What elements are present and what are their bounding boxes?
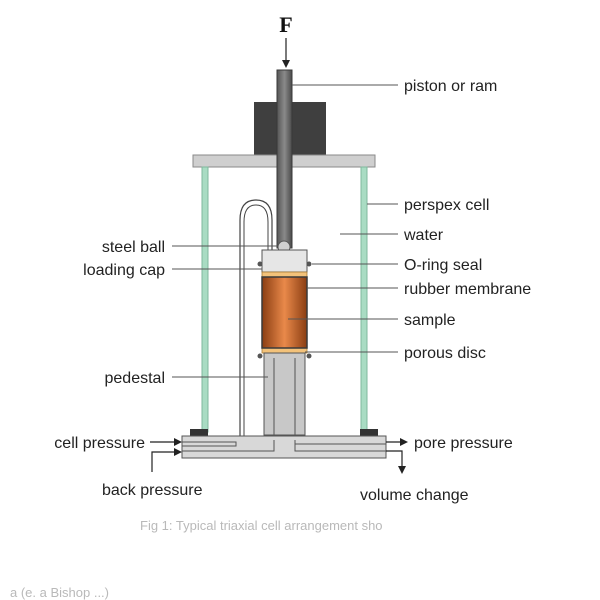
label-pedestal: pedestal [105, 370, 166, 387]
label-porous-disc: porous disc [404, 345, 486, 362]
back-pressure-arrow-head [174, 448, 182, 456]
drainage-tube-outer [239, 199, 273, 436]
base-seal-left [190, 429, 208, 436]
label-perspex-cell: perspex cell [404, 197, 489, 214]
loading-cap [261, 249, 308, 273]
label-sample: sample [404, 312, 456, 329]
cell-pressure-arrow-head [174, 438, 182, 446]
piston-rod [276, 69, 293, 249]
volume-change-arrow-head [398, 466, 406, 474]
label-water: water [403, 227, 444, 244]
label-loading-cap: loading cap [83, 262, 165, 279]
cell-pressure-channel [182, 441, 237, 447]
perspex-cell-wall-right [360, 166, 368, 433]
base-seal-right [360, 429, 378, 436]
label-o-ring-seal: O-ring seal [404, 257, 482, 274]
faded-caption: Fig 1: Typical triaxial cell arrangement… [140, 518, 383, 533]
label-rubber-membrane: rubber membrane [404, 281, 531, 298]
faded-text: a (e. a Bishop ...) [10, 585, 109, 600]
label-piston-or-ram: piston or ram [404, 78, 497, 95]
o-ring-seal-top-right [306, 261, 312, 267]
pedestal [263, 352, 306, 436]
force-label: F [279, 12, 292, 37]
cell-base [181, 435, 387, 459]
label-volume-change: volume change [360, 487, 469, 504]
drainage-tube-inner [243, 204, 269, 436]
perspex-cell-wall-left [201, 166, 209, 433]
volume-change-arrow [386, 450, 403, 470]
label-back-pressure: back pressure [102, 482, 203, 499]
label-cell-pressure: cell pressure [54, 435, 145, 452]
label-pore-pressure: pore pressure [414, 435, 513, 452]
o-ring-seal-bottom-right [306, 353, 312, 359]
back-pressure-arrow [151, 451, 178, 472]
pore-pressure-arrow-head [400, 438, 408, 446]
sample [261, 276, 308, 349]
o-ring-seal-top-left [257, 261, 263, 267]
o-ring-seal-bottom-left [257, 353, 263, 359]
force-arrow-head [282, 60, 290, 68]
leader-lines [172, 84, 398, 378]
label-steel-ball: steel ball [102, 239, 165, 256]
